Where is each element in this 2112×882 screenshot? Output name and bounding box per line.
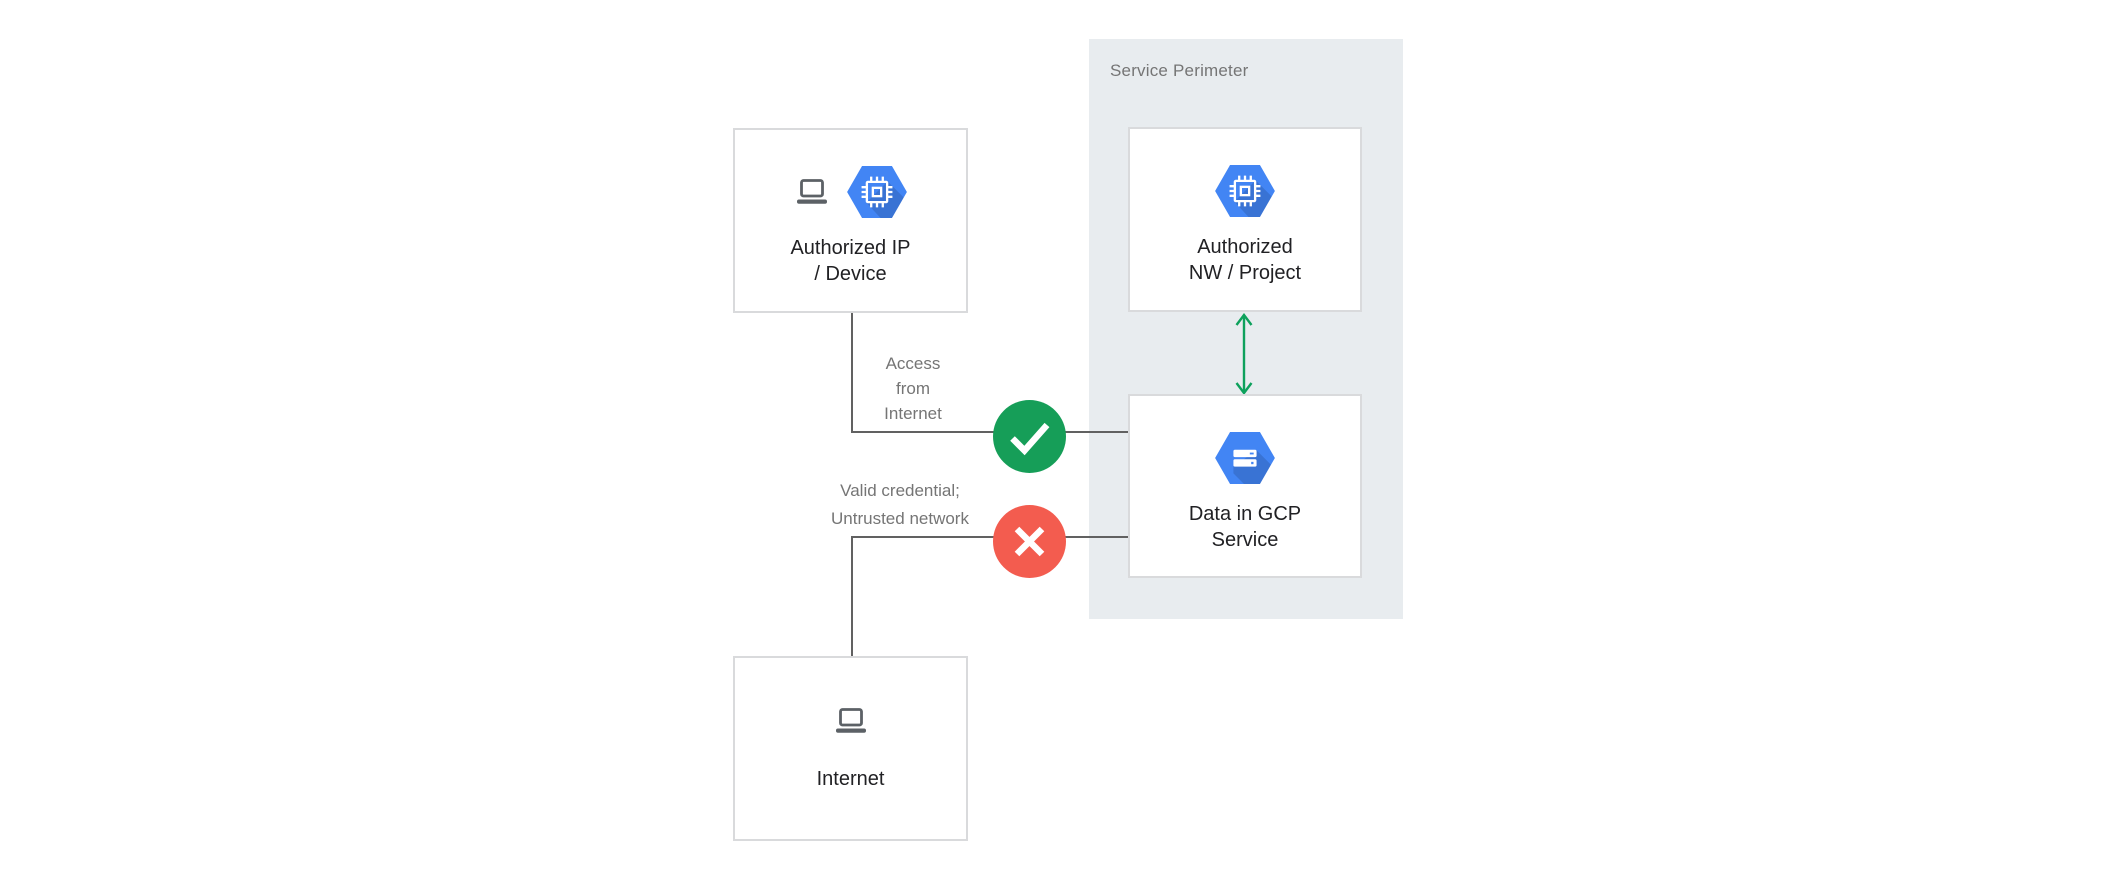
label-line: Untrusted network: [831, 509, 969, 528]
connector-untrusted-vertical-line: [851, 536, 853, 656]
connector-access-vertical-line: [851, 313, 853, 433]
cross-icon: [1014, 526, 1045, 557]
node-authorized-ip-device: Authorized IP / Device: [733, 128, 968, 313]
node-label-line: Internet: [816, 768, 885, 790]
valid-credential-untrusted-network-label: Valid credential; Untrusted network: [790, 477, 1010, 533]
node-data-in-gcp-service: Data in GCP Service: [1128, 394, 1362, 578]
cloud-storage-icon: [1215, 431, 1275, 485]
node-authorized-nw-project: Authorized NW / Project: [1128, 127, 1362, 312]
node-label-line: NW / Project: [1188, 262, 1302, 284]
node-icons: [735, 707, 966, 735]
bidirectional-arrow-icon: [1235, 313, 1253, 395]
connector-untrusted-horizontal-line: [851, 536, 1128, 538]
node-icons: [1130, 431, 1360, 485]
node-label: Authorized IP / Device: [735, 235, 966, 287]
node-label-line: / Device: [814, 263, 887, 285]
label-line: Access: [885, 354, 941, 373]
compute-engine-icon: [846, 165, 907, 219]
node-label-line: Authorized: [1197, 236, 1293, 258]
denied-status-badge: [993, 505, 1066, 578]
label-line: Valid credential;: [840, 481, 960, 500]
label-line: from: [896, 379, 930, 398]
connector-access-horizontal-line: [851, 431, 1128, 433]
laptop-icon: [796, 179, 827, 204]
node-label: Internet: [735, 766, 966, 792]
compute-engine-icon: [1215, 164, 1275, 218]
service-perimeter-label: Service Perimeter: [1110, 61, 1249, 80]
node-label-line: Service: [1211, 529, 1279, 551]
check-icon: [1010, 422, 1050, 456]
laptop-icon: [835, 708, 866, 733]
label-line: Internet: [884, 404, 942, 423]
access-from-internet-label: Access from Internet: [858, 351, 968, 426]
node-icons: [735, 165, 966, 219]
node-label-line: Data in GCP: [1188, 503, 1302, 525]
node-label-line: Authorized IP: [790, 237, 911, 259]
node-internet: Internet: [733, 656, 968, 841]
node-icons: [1130, 164, 1360, 218]
node-label: Data in GCP Service: [1130, 501, 1360, 553]
node-label: Authorized NW / Project: [1130, 234, 1360, 286]
allowed-status-badge: [993, 400, 1066, 473]
